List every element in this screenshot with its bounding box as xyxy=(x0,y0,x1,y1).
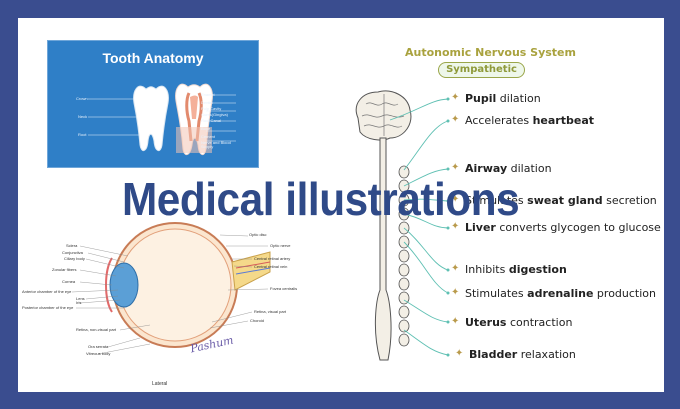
tooth-label-gums: Gums(Gingiva) xyxy=(201,112,228,117)
tooth-anatomy-panel: Tooth Anatomy Crown Neck Root Enamel Den… xyxy=(47,40,259,168)
tooth-label-crown: Crown xyxy=(76,96,88,101)
ans-item-pupil: Pupil dilation xyxy=(465,92,541,105)
star-icon: ✦ xyxy=(451,92,460,103)
star-icon: ✦ xyxy=(451,114,460,125)
tooth-label-nerve: Nerve and Blood Supply xyxy=(201,140,231,149)
tooth-label-root-canal: Root Canal xyxy=(201,118,222,123)
eye-label-retina-visual: Retina, visual part xyxy=(254,309,287,314)
tooth-illustration xyxy=(88,83,236,155)
ans-item-adrenaline: Stimulates adrenaline production xyxy=(465,287,656,300)
ans-item-uterus: Uterus contraction xyxy=(465,316,573,329)
eye-label-lateral: Lateral xyxy=(152,381,168,387)
star-icon: ✦ xyxy=(451,316,460,327)
tooth-label-neck: Neck xyxy=(78,114,88,119)
star-icon: ✦ xyxy=(455,348,464,359)
eye-label-optic-disc: Optic disc xyxy=(249,232,267,237)
eye-label-fovea: Fovea centralis xyxy=(270,286,298,291)
eye-label-cornea: Cornea xyxy=(62,279,76,284)
ans-item-heartbeat: Accelerates heartbeat xyxy=(465,114,595,127)
eye-label-lens: Lens xyxy=(76,296,85,301)
ans-title: Autonomic Nervous System xyxy=(405,46,576,59)
tooth-label-cement: Cement xyxy=(201,134,216,139)
eye-label-vitreous: Vitreous body xyxy=(86,351,111,356)
eye-label-posterior-chamber: Posterior chamber of the eye xyxy=(22,305,74,310)
eye-label-conjunctiva: Conjunctiva xyxy=(62,250,83,255)
star-icon: ✦ xyxy=(451,162,460,173)
tooth-label-root: Root xyxy=(78,132,87,137)
headline: Medical illustrations xyxy=(122,173,520,225)
eye-label-iris: Iris xyxy=(76,300,82,305)
tooth-label-dentin: Dentin xyxy=(201,100,213,105)
sympathetic-pill: Sympathetic xyxy=(438,62,525,78)
tooth-label-pulp: Pulp Cavity xyxy=(201,106,222,111)
eye-label-ciliary: Ciliary body xyxy=(64,256,85,261)
star-icon: ✦ xyxy=(451,287,460,298)
star-icon: ✦ xyxy=(451,221,460,232)
eye-label-sclera: Sclera xyxy=(66,243,78,248)
star-icon: ✦ xyxy=(451,194,460,205)
eye-label-retina-nonvisual: Retina, non-visual part xyxy=(76,327,117,332)
ans-item-sweat: Stimulates sweat gland secretion xyxy=(465,194,657,207)
tooth-label-bone: Bone xyxy=(201,126,211,131)
eye-label-zonular: Zonular fibers xyxy=(52,267,77,272)
ans-item-airway: Airway dilation xyxy=(465,162,552,175)
star-icon: ✦ xyxy=(451,263,460,274)
eye-label-optic-nerve: Optic nerve xyxy=(270,243,291,248)
eye-label-choroid: Choroid xyxy=(250,318,265,323)
eye-label-ora-serrata: Ora serrata xyxy=(88,344,109,349)
ans-item-bladder: Bladder relaxation xyxy=(469,348,576,361)
eye-label-anterior-chamber: Anterior chamber of the eye xyxy=(22,289,72,294)
tooth-title: Tooth Anatomy xyxy=(102,50,204,66)
eye-label-retinal-vein: Central retinal vein xyxy=(254,264,288,269)
tooth-label-enamel: Enamel xyxy=(201,92,215,97)
eye-label-retinal-artery: Central retinal artery xyxy=(254,256,291,261)
ans-item-liver: Liver converts glycogen to glucose xyxy=(465,221,661,234)
ans-item-digestion: Inhibits digestion xyxy=(465,263,567,276)
